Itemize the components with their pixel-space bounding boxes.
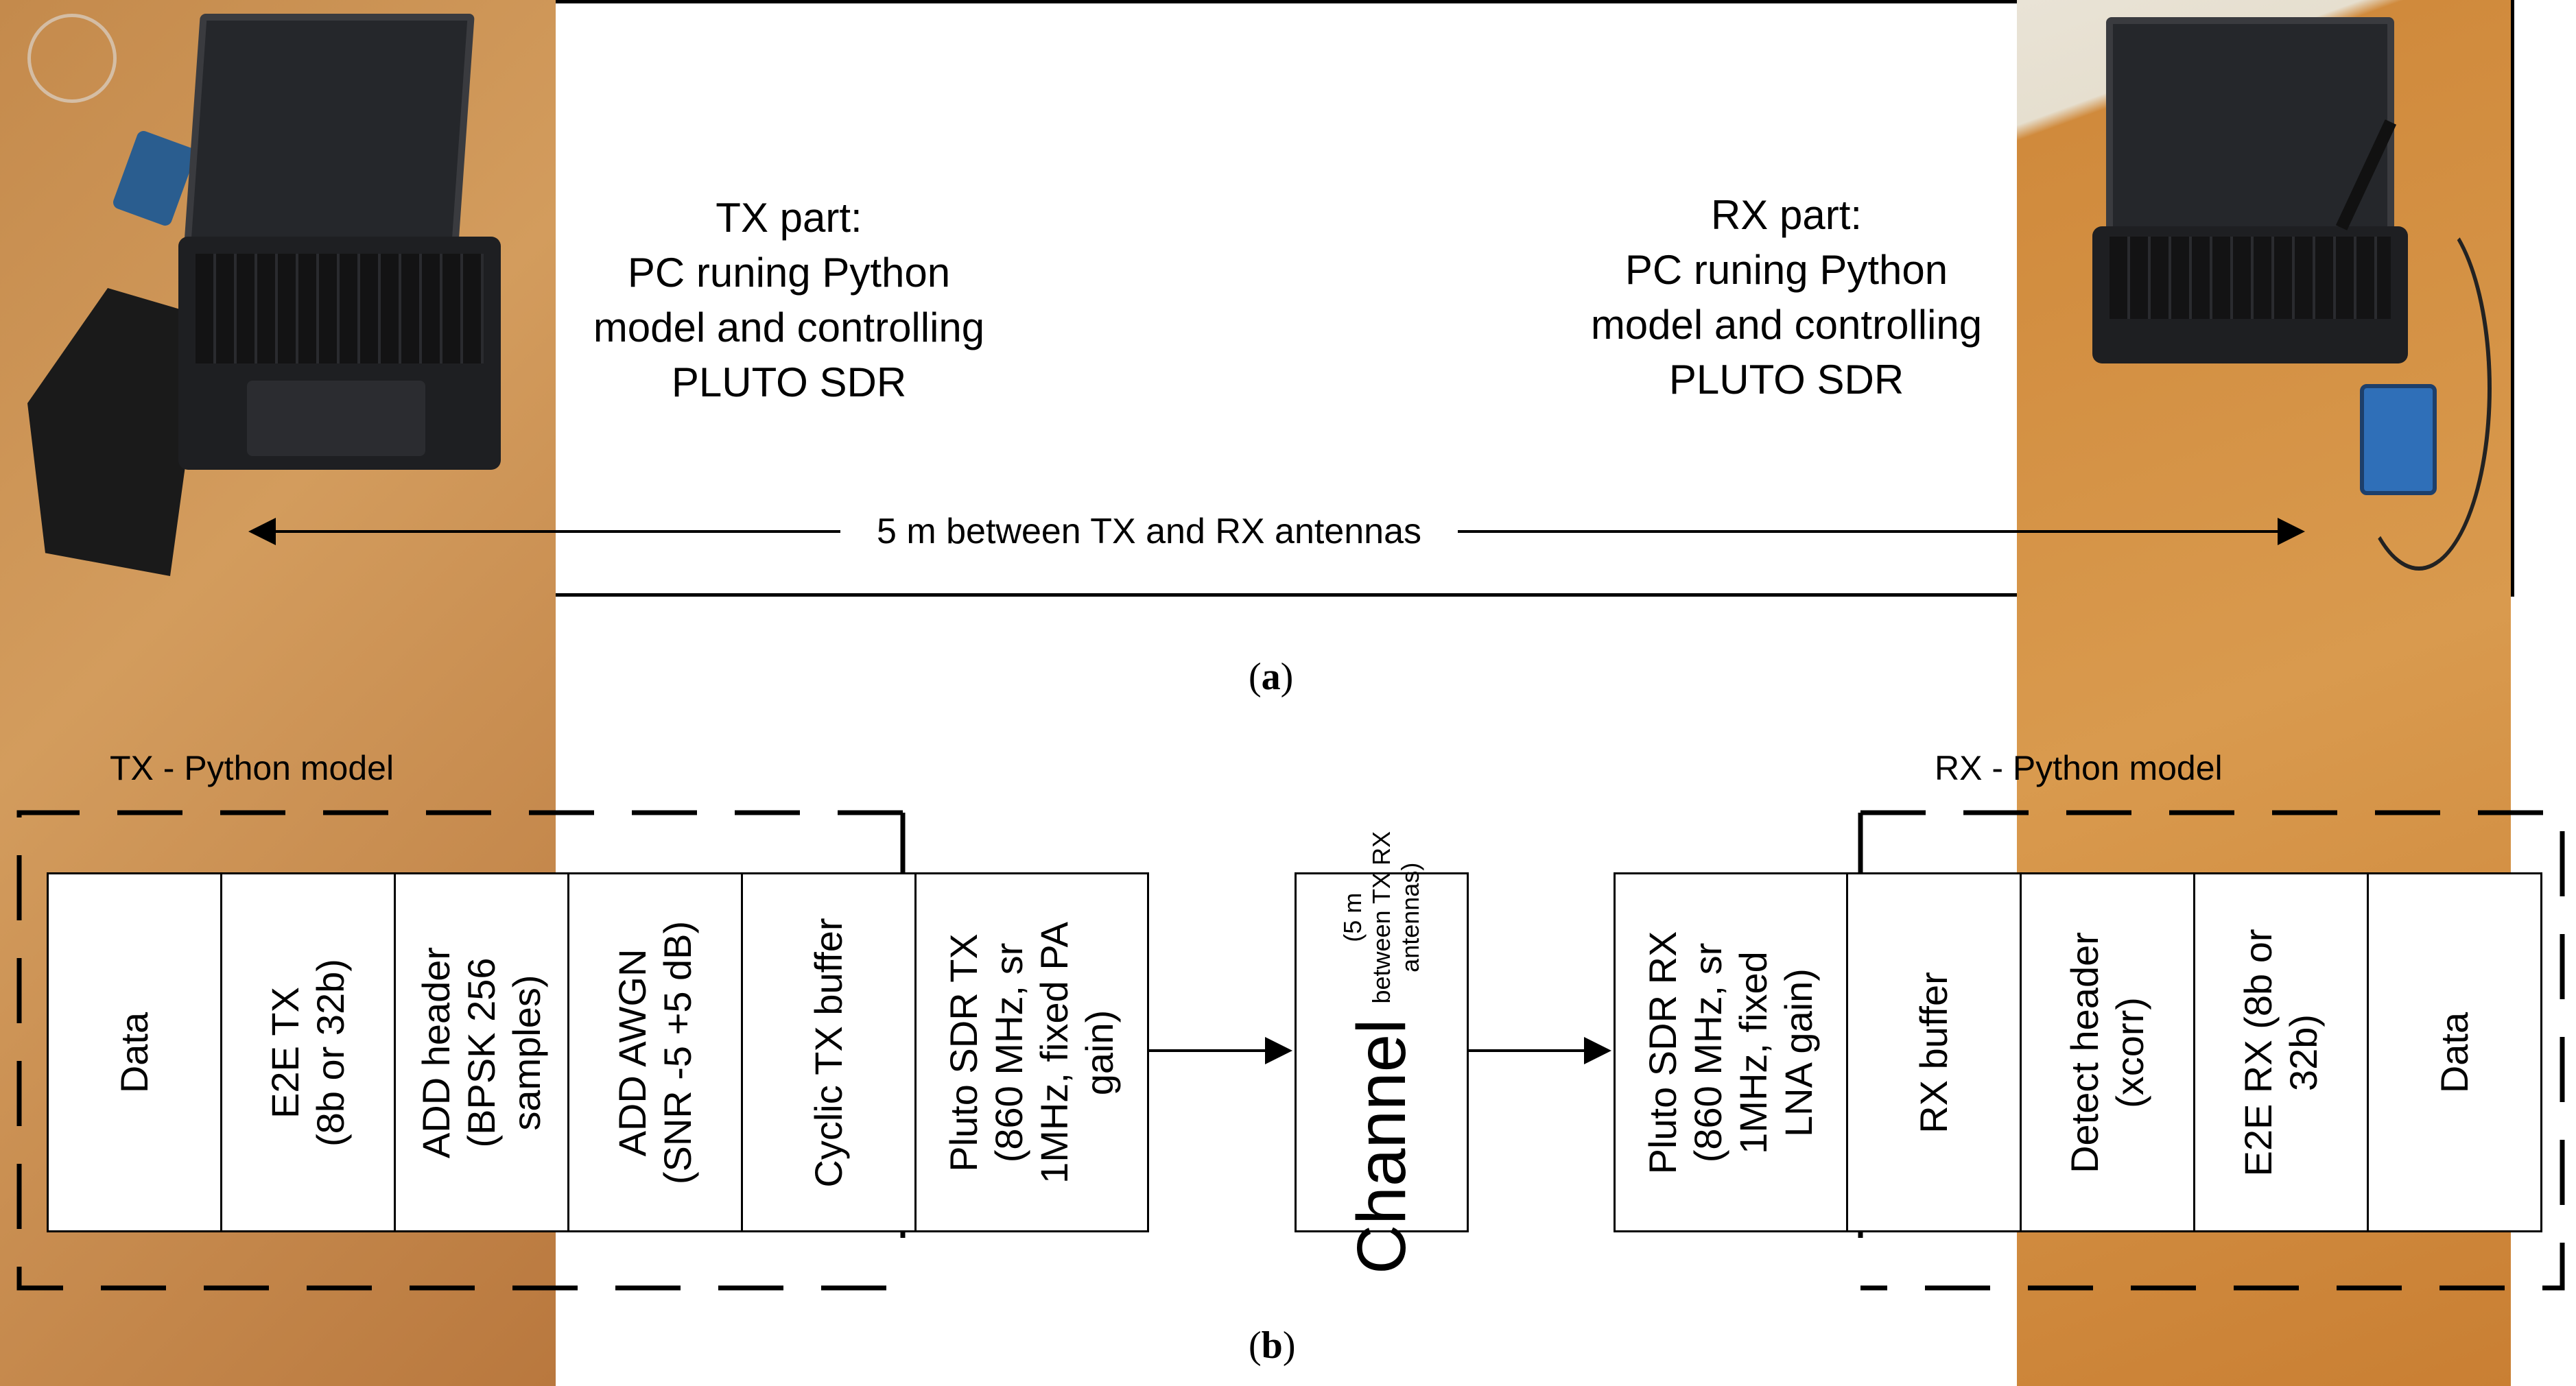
block-label: ADD AWGN(SNR -5 +5 dB): [611, 920, 699, 1184]
rx-text-line: RX part:: [1710, 192, 1863, 238]
tx-block-cyclic-buffer: Cyclic TX buffer: [741, 872, 917, 1232]
distance-label: 5 m between TX and RX antennas: [877, 512, 1421, 551]
rx-group-outline: [1860, 810, 2565, 1291]
block-label: Detect header(xcorr): [2063, 931, 2151, 1173]
block-label: RX buffer: [1912, 971, 1955, 1134]
block-label: E2E TX(8b or 32b): [263, 958, 352, 1147]
block-label: Cyclic TX buffer: [807, 917, 850, 1188]
tx-block-add-awgn: ADD AWGN(SNR -5 +5 dB): [567, 872, 743, 1232]
tx-group-title: TX - Python model: [110, 749, 394, 787]
tx-text-line: PLUTO SDR: [671, 359, 907, 405]
caption-a: (a): [1249, 656, 1294, 698]
tx-block-data: Data: [47, 872, 222, 1232]
rx-text-line: model and controlling: [1590, 302, 1983, 348]
tx-text-line: TX part:: [716, 195, 862, 241]
rx-block-buffer: RX buffer: [1846, 872, 2022, 1232]
rx-text-line: PC runing Python: [1624, 247, 1948, 293]
distance-arrow: [248, 518, 2305, 545]
tx-text-line: PC runing Python: [627, 250, 951, 296]
caption-b-letter: b: [1261, 1324, 1283, 1367]
tx-block-e2e: E2E TX(8b or 32b): [220, 872, 396, 1232]
rx-block-detect-header: Detect header(xcorr): [2020, 872, 2195, 1232]
tx-text-line: model and controlling: [593, 304, 985, 350]
channel-title: Channel: [1343, 1018, 1420, 1274]
tx-group-outline: [16, 810, 903, 1291]
rx-block-data: Data: [2367, 872, 2542, 1232]
caption-b: (b): [1249, 1324, 1296, 1367]
rx-text-line: PLUTO SDR: [1668, 357, 1904, 403]
tx-part-description: TX part: PC runing Python model and cont…: [542, 191, 1036, 410]
rx-group-title: RX - Python model: [1935, 749, 2223, 787]
block-label: Data: [113, 1012, 156, 1093]
caption-a-letter: a: [1261, 656, 1281, 698]
rx-part-description: RX part: PC runing Python model and cont…: [1539, 188, 2033, 407]
block-label: Data: [2433, 1012, 2476, 1093]
rx-laptop-screen: [2106, 17, 2394, 237]
